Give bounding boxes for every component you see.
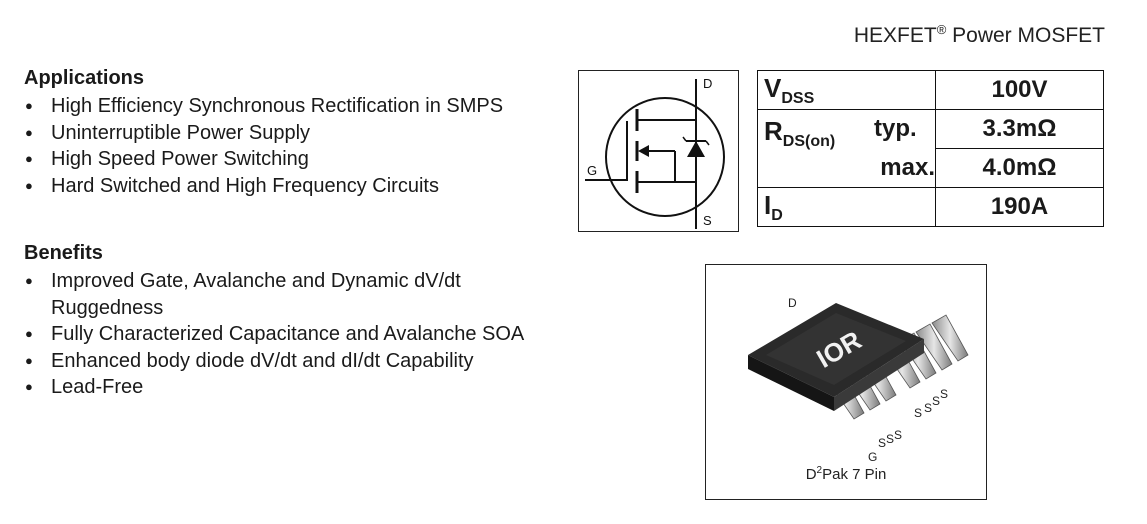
- pkg-s-label: S: [924, 401, 932, 415]
- rds-max-label: max.: [866, 148, 936, 188]
- rds-typ-value: 3.3mΩ: [935, 109, 1104, 149]
- applications-item: Uninterruptible Power Supply: [24, 120, 503, 147]
- vdss-row: VDSS 100V: [757, 70, 1104, 110]
- key-parameters-table: VDSS 100V RDS(on) typ. 3.3mΩ max. 4.0mΩ …: [757, 70, 1104, 227]
- pkg-d-label: D: [788, 296, 797, 310]
- pkg-s-label: S: [894, 428, 902, 442]
- benefits-list: Improved Gate, Avalanche and Dynamic dV/…: [24, 268, 544, 401]
- package-image-box: IOR D G S S S S S S S D2Pak 7 Pin: [705, 264, 987, 500]
- page-header: HEXFET® Power MOSFET: [854, 22, 1105, 48]
- registered-mark: ®: [936, 22, 947, 37]
- applications-list: High Efficiency Synchronous Rectificatio…: [24, 93, 503, 199]
- id-symbol: ID: [757, 187, 936, 227]
- pkg-s-label: S: [886, 432, 894, 446]
- package-caption: D2Pak 7 Pin: [805, 465, 887, 483]
- id-row: ID 190A: [757, 187, 1104, 227]
- rds-max-value: 4.0mΩ: [935, 148, 1104, 188]
- pkg-s-label: S: [914, 406, 922, 420]
- id-value: 190A: [935, 187, 1104, 227]
- drain-label: D: [703, 76, 712, 91]
- source-label: S: [703, 213, 712, 228]
- rds-typ-row: RDS(on) typ. 3.3mΩ: [757, 109, 1104, 188]
- rds-symbol: RDS(on): [757, 109, 866, 188]
- applications-item: High Efficiency Synchronous Rectificatio…: [24, 93, 503, 120]
- vdss-value: 100V: [935, 70, 1104, 110]
- vdss-symbol: VDSS: [757, 70, 936, 110]
- applications-item: Hard Switched and High Frequency Circuit…: [24, 173, 503, 200]
- applications-item: High Speed Power Switching: [24, 146, 503, 173]
- rds-typ-label: typ.: [866, 109, 936, 149]
- benefits-item: Lead-Free: [24, 374, 544, 401]
- mosfet-symbol-box: D G S: [578, 70, 739, 232]
- rds-max-row: max. 4.0mΩ: [758, 148, 1104, 188]
- pkg-s-label: S: [878, 436, 886, 450]
- benefits-item: Improved Gate, Avalanche and Dynamic dV/…: [24, 268, 544, 321]
- pkg-g-label: G: [868, 450, 877, 464]
- mosfet-symbol-icon: D G S: [585, 76, 725, 229]
- header-title-prefix: HEXFET: [853, 24, 937, 47]
- pkg-s-label: S: [932, 394, 940, 408]
- gate-label: G: [587, 163, 597, 178]
- benefits-item: Enhanced body diode dV/dt and dI/dt Capa…: [24, 348, 544, 375]
- d2pak-package-icon: IOR D G S S S S S S S: [748, 296, 969, 464]
- applications-heading: Applications: [24, 67, 145, 89]
- pkg-s-label: S: [940, 387, 948, 401]
- benefits-heading: Benefits: [24, 242, 103, 264]
- benefits-item: Fully Characterized Capacitance and Aval…: [24, 321, 544, 348]
- header-title-suffix: Power MOSFET: [946, 24, 1105, 47]
